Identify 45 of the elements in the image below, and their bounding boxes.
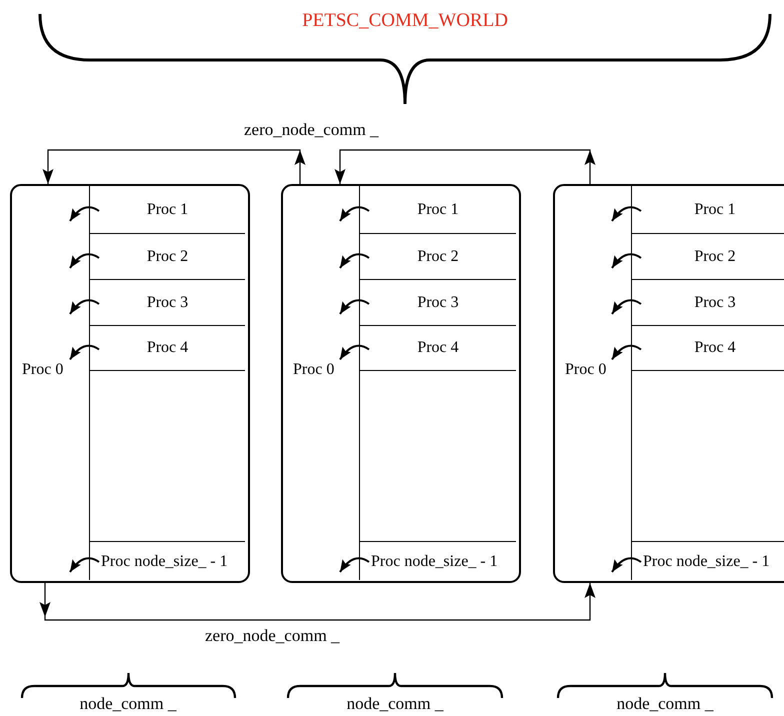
curved-arrow xyxy=(611,557,642,573)
edge-label: zero_node_comm _ xyxy=(205,626,340,646)
process-row: Proc node_size_ - 1 xyxy=(90,541,245,581)
curved-arrow xyxy=(611,206,642,222)
brace-label: PETSC_COMM_WORLD xyxy=(301,10,509,32)
process-row: Proc node_size_ - 1 xyxy=(360,541,516,581)
curved-arrow xyxy=(69,344,100,360)
node-box xyxy=(553,184,784,583)
process-row: Proc 2 xyxy=(632,234,784,280)
process-row: Proc 1 xyxy=(360,186,516,234)
process-row: Proc 4 xyxy=(360,326,516,371)
connector-arrow xyxy=(42,149,306,184)
node-box xyxy=(281,184,521,583)
process-row: Proc 1 xyxy=(90,186,245,234)
curved-arrow xyxy=(69,557,100,573)
process-row: Proc 3 xyxy=(632,280,784,326)
curved-arrow xyxy=(611,253,642,269)
process-row: Proc 4 xyxy=(632,326,784,371)
brace-label: node_comm _ xyxy=(346,694,444,714)
process-label: Proc 0 xyxy=(565,361,606,379)
process-row: Proc 1 xyxy=(632,186,784,234)
process-row: Proc 3 xyxy=(90,280,245,326)
connector-arrow xyxy=(40,583,596,621)
process-row: Proc 3 xyxy=(360,280,516,326)
edge-label: zero_node_comm _ xyxy=(244,120,379,140)
curved-arrow xyxy=(339,557,370,573)
process-row: Proc 2 xyxy=(90,234,245,280)
brace-label: node_comm _ xyxy=(78,694,178,714)
curved-arrow xyxy=(339,344,370,360)
connector-arrow xyxy=(334,149,596,184)
process-label: Proc 0 xyxy=(22,361,64,379)
curved-arrow xyxy=(611,344,642,360)
curved-arrow xyxy=(339,206,370,222)
process-row: Proc 4 xyxy=(90,326,245,371)
process-row: Proc node_size_ - 1 xyxy=(632,541,784,581)
curved-arrow xyxy=(339,253,370,269)
process-label: Proc 0 xyxy=(293,361,334,379)
curved-arrow xyxy=(611,299,642,315)
brace-label: node_comm _ xyxy=(616,694,714,714)
curved-arrow xyxy=(69,206,100,222)
curved-arrow xyxy=(69,253,100,269)
process-row: Proc 2 xyxy=(360,234,516,280)
curved-arrow xyxy=(339,299,370,315)
node-box xyxy=(10,184,250,583)
curved-arrow xyxy=(69,299,100,315)
